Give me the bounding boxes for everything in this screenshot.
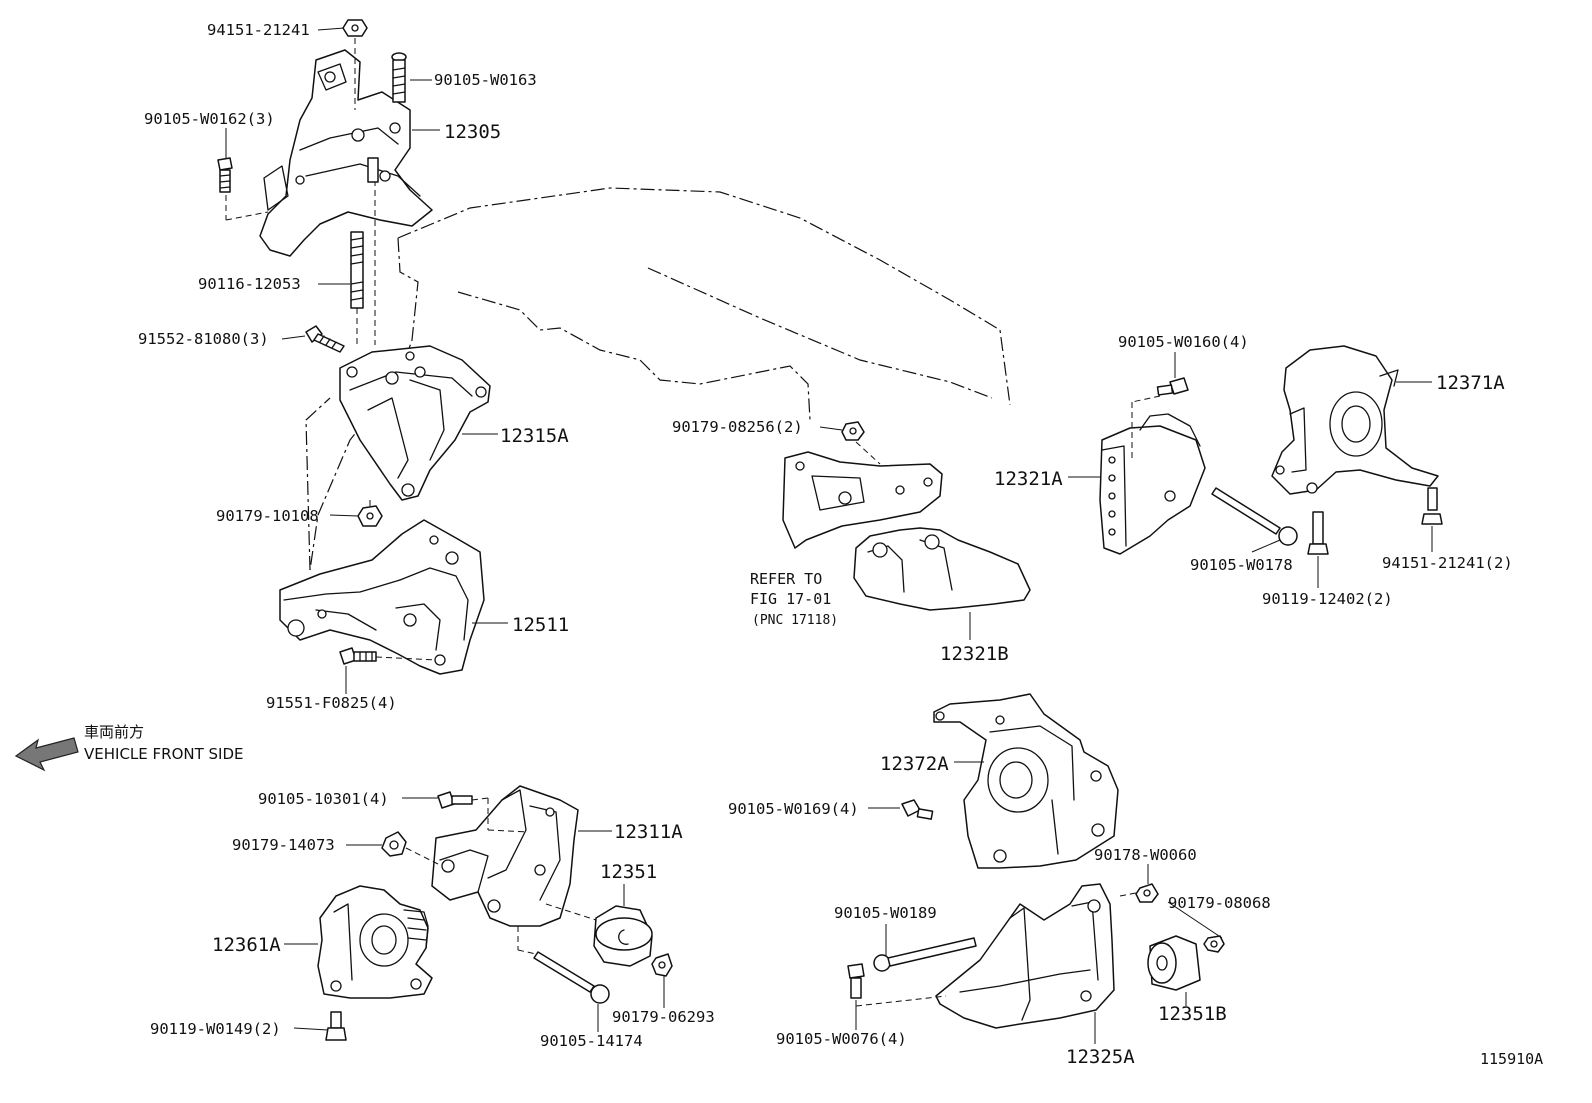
figure-id: 115910A xyxy=(1480,1050,1543,1068)
label-12351[interactable]: 12351 xyxy=(600,861,657,883)
bolt-90105-W0189[interactable] xyxy=(873,937,977,972)
bolt-90105-W0162[interactable] xyxy=(217,157,233,193)
part-labels: 94151-21241 90105-W0163 90105-W0162(3) 1… xyxy=(84,21,1543,1068)
part-12305-bracket[interactable] xyxy=(259,49,433,257)
label-90179-08068[interactable]: 90179-08068 xyxy=(1168,894,1271,912)
bolt-90105-W0178[interactable] xyxy=(1211,487,1298,546)
part-12372A-mount[interactable] xyxy=(933,693,1119,869)
label-90105-W0178[interactable]: 90105-W0178 xyxy=(1190,556,1293,574)
label-90178-W0060[interactable]: 90178-W0060 xyxy=(1094,846,1197,864)
stud-90119-W0149[interactable] xyxy=(325,1011,347,1041)
label-12372A[interactable]: 12372A xyxy=(880,753,949,775)
nut-94151-21241-2[interactable] xyxy=(1421,487,1443,525)
refer-line-3: (PNC 17118) xyxy=(752,613,838,628)
label-12315A[interactable]: 12315A xyxy=(500,425,569,447)
label-90119-12402[interactable]: 90119-12402(2) xyxy=(1262,590,1393,608)
label-90179-10108[interactable]: 90179-10108 xyxy=(216,507,319,525)
label-12361A[interactable]: 12361A xyxy=(212,934,281,956)
nut-90178-W0060[interactable] xyxy=(1135,883,1159,903)
bolt-90105-W0076[interactable] xyxy=(847,963,865,999)
part-12511-bracket[interactable] xyxy=(279,519,485,675)
label-91551-F0825[interactable]: 91551-F0825(4) xyxy=(266,694,397,712)
bolt-90105-14174[interactable] xyxy=(533,951,610,1004)
label-90179-06293[interactable]: 90179-06293 xyxy=(612,1008,715,1026)
direction-english: VEHICLE FRONT SIDE xyxy=(84,745,244,763)
label-90105-W0076[interactable]: 90105-W0076(4) xyxy=(776,1030,907,1048)
label-90105-W0160[interactable]: 90105-W0160(4) xyxy=(1118,333,1249,351)
label-12325A[interactable]: 12325A xyxy=(1066,1046,1135,1068)
direction-japanese: 車両前方 xyxy=(84,723,144,741)
nut-90179-06293[interactable] xyxy=(651,953,673,977)
part-12321B-bracket[interactable] xyxy=(853,527,1031,611)
refer-line-1: REFER TO xyxy=(750,570,822,588)
label-90179-14073[interactable]: 90179-14073 xyxy=(232,836,335,854)
nut-90179-08068[interactable] xyxy=(1203,935,1225,953)
label-12351B[interactable]: 12351B xyxy=(1158,1003,1227,1025)
nut-90179-14073[interactable] xyxy=(381,831,407,857)
stud-90119-12402[interactable] xyxy=(1307,511,1329,555)
nut-90179-10108[interactable] xyxy=(357,505,383,527)
part-12315A-bracket[interactable] xyxy=(339,345,491,501)
bolt-90105-W0169[interactable] xyxy=(901,799,934,820)
label-90105-14174[interactable]: 90105-14174 xyxy=(540,1032,643,1050)
label-90105-W0163[interactable]: 90105-W0163 xyxy=(434,71,537,89)
nut-90179-08256[interactable] xyxy=(841,421,865,441)
part-12361A-mount[interactable] xyxy=(317,885,433,999)
part-bracket-refer-fig-17-01[interactable] xyxy=(782,451,943,549)
part-12321A-bracket[interactable] xyxy=(1099,413,1206,555)
label-94151-21241[interactable]: 94151-21241 xyxy=(207,21,310,39)
bolt-90105-W0160[interactable] xyxy=(1156,377,1189,396)
label-90105-10301[interactable]: 90105-10301(4) xyxy=(258,790,389,808)
bolt-90105-10301[interactable] xyxy=(437,791,473,809)
refer-line-2: FIG 17-01 xyxy=(750,590,831,608)
label-12511[interactable]: 12511 xyxy=(512,614,569,636)
label-12321A[interactable]: 12321A xyxy=(994,468,1063,490)
label-12311A[interactable]: 12311A xyxy=(614,821,683,843)
label-90105-W0162[interactable]: 90105-W0162(3) xyxy=(144,110,275,128)
label-12371A[interactable]: 12371A xyxy=(1436,372,1505,394)
bolt-91552-81080[interactable] xyxy=(305,325,345,353)
bolt-90105-W0163[interactable] xyxy=(391,52,407,103)
label-12321B[interactable]: 12321B xyxy=(940,643,1009,665)
part-12351-bushing[interactable] xyxy=(593,905,653,967)
part-12311A-bracket[interactable] xyxy=(431,785,579,927)
part-12371A-mount[interactable] xyxy=(1271,345,1439,495)
part-12325A-bracket[interactable] xyxy=(935,883,1115,1029)
label-90105-W0189[interactable]: 90105-W0189 xyxy=(834,904,937,922)
label-90116-12053[interactable]: 90116-12053 xyxy=(198,275,301,293)
label-90179-08256[interactable]: 90179-08256(2) xyxy=(672,418,803,436)
label-90105-W0169[interactable]: 90105-W0169(4) xyxy=(728,800,859,818)
vehicle-front-arrow-icon xyxy=(14,737,79,772)
label-94151-21241-2[interactable]: 94151-21241(2) xyxy=(1382,554,1513,572)
nut-94151-21241[interactable] xyxy=(342,19,368,37)
leader-lines xyxy=(225,27,1433,1044)
stud-90116-12053[interactable] xyxy=(350,231,364,309)
part-12351B-bushing[interactable] xyxy=(1147,935,1201,991)
label-91552-81080[interactable]: 91552-81080(3) xyxy=(138,330,269,348)
label-90119-W0149[interactable]: 90119-W0149(2) xyxy=(150,1020,281,1038)
bolt-91551-F0825[interactable] xyxy=(339,647,377,665)
label-12305[interactable]: 12305 xyxy=(444,121,501,143)
